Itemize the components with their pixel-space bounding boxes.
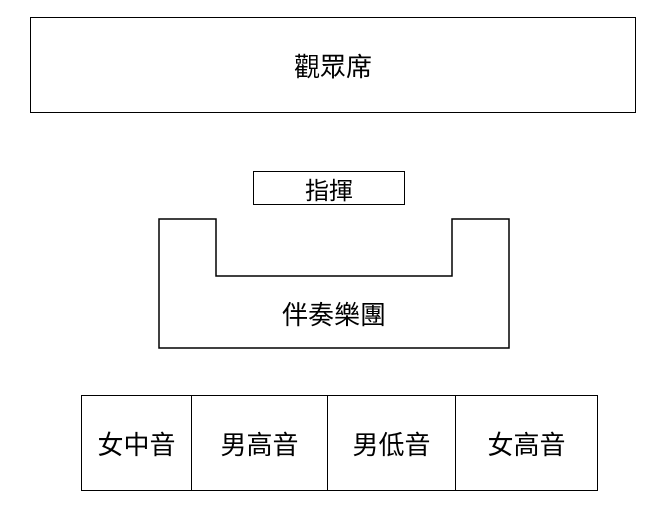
choir-row: 女中音 男高音 男低音 女高音 (81, 395, 598, 491)
choir-section-bass: 男低音 (328, 396, 456, 490)
choir-section-label: 女高音 (487, 430, 566, 461)
choir-section-soprano: 女高音 (456, 396, 597, 490)
choir-section-label: 男低音 (352, 430, 431, 461)
audience-label: 觀眾席 (293, 52, 372, 83)
choir-section-label: 女中音 (97, 430, 176, 461)
choir-section-tenor: 男高音 (192, 396, 328, 490)
audience-area: 觀眾席 (30, 17, 636, 113)
choir-section-mezzo-soprano: 女中音 (82, 396, 192, 490)
orchestra-outline (158, 218, 510, 349)
conductor-area: 指揮 (253, 171, 405, 205)
choir-section-label: 男高音 (220, 430, 299, 461)
orchestra-label: 伴奏樂團 (281, 300, 386, 331)
conductor-label: 指揮 (305, 176, 353, 205)
